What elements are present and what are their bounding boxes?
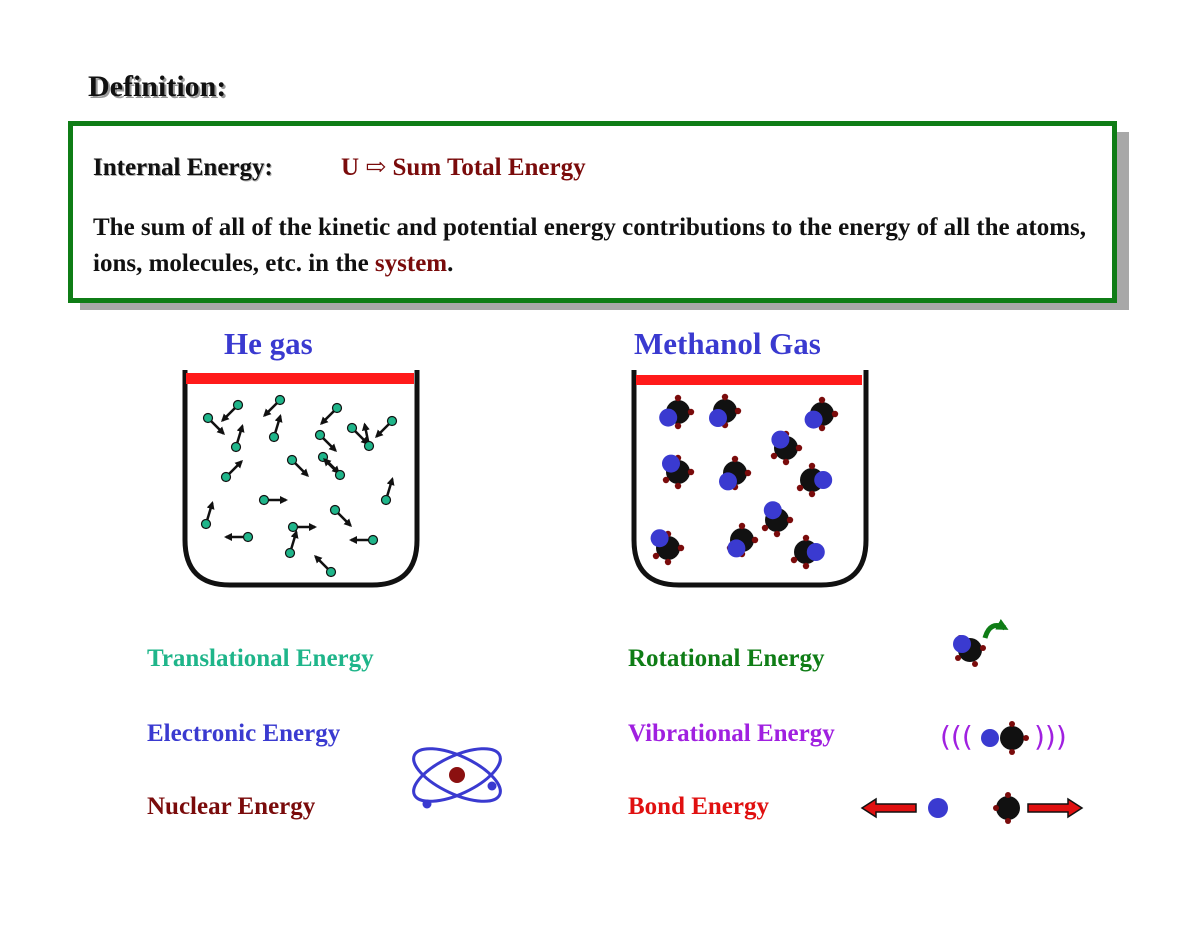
nuclear-energy-label: Nuclear Energy [147,793,316,820]
electron-icon [487,781,497,791]
vibrating-molecule-icon [981,721,1029,755]
methanol-molecule [719,455,752,491]
he-gas-container [182,370,420,588]
methanol-molecule [790,534,825,570]
rotational-energy-label: Rotational Energy [628,645,825,672]
helium-atom [323,458,346,481]
helium-atom [314,429,337,452]
left-arrow-icon [860,797,917,819]
helium-atoms [200,394,398,578]
helium-atom [284,530,299,559]
helium-atom [258,494,288,506]
helium-atom [224,531,254,543]
helium-atom [375,415,398,438]
helium-atom [349,534,379,546]
definition-text: The sum of all of the kinetic and potent… [93,210,1103,282]
helium-atom [202,412,225,435]
definition-box: Internal Energy: U ⇨ Sum Total Energy Th… [68,121,1117,303]
right-arrow-icon [1027,797,1084,819]
sum-total-energy-text: Sum Total Energy [392,154,586,181]
he-gas-title: He gas [224,326,313,361]
he-container-lid [186,373,414,384]
rotating-molecule-icon [953,618,1009,667]
helium-atom [329,504,352,527]
methanol-molecule [761,501,794,538]
helium-atom [314,555,337,578]
methanol-molecule [709,393,742,429]
helium-atom [200,501,215,530]
methanol-container-lid [636,375,862,385]
definition-text-main: The sum of all of the kinetic and potent… [93,214,1087,277]
electron-icon [422,799,432,809]
bond-breaking-icon [860,792,1084,824]
electronic-energy-label: Electronic Energy [147,720,341,747]
methanol-molecule [770,430,803,466]
helium-atom [361,422,375,452]
definition-text-period: . [447,250,454,277]
methanol-molecule [662,454,695,490]
bond-energy-label: Bond Energy [628,793,770,820]
translational-energy-label: Translational Energy [147,645,374,672]
methanol-molecule [804,396,839,432]
helium-atom [320,402,343,425]
methanol-molecule [796,462,833,498]
methanol-molecule [650,529,685,566]
methanol-molecule [726,522,759,558]
atom-icon [412,747,502,809]
vibration-waves-left-icon: ((( [940,720,973,753]
helium-atom [268,414,283,443]
methanol-molecule [659,394,695,430]
helium-atom [286,454,309,477]
vibrational-energy-label: Vibrational Energy [628,720,835,747]
definition-text-system: system [374,250,448,277]
helium-atom [346,422,369,445]
internal-energy-symbol: U [341,154,360,181]
nucleus-icon [449,767,465,783]
methanol-gas-title: Methanol Gas [634,326,821,361]
rotation-arrow-icon [982,618,1009,639]
implies-arrow-icon: ⇨ [365,154,387,181]
internal-energy-label: Internal Energy: [93,154,273,181]
helium-atom [221,399,244,422]
helium-atom [220,460,243,483]
helium-atom [287,521,317,533]
methanol-gas-container [631,370,869,588]
helium-atom [230,424,245,453]
vibration-waves-right-icon: ))) [1034,720,1067,753]
helium-atom [380,477,395,506]
helium-atom [263,394,286,417]
definition-heading: Definition: [88,70,227,103]
internal-energy-value: U ⇨ Sum Total Energy [341,152,586,182]
methanol-molecules [650,393,839,570]
